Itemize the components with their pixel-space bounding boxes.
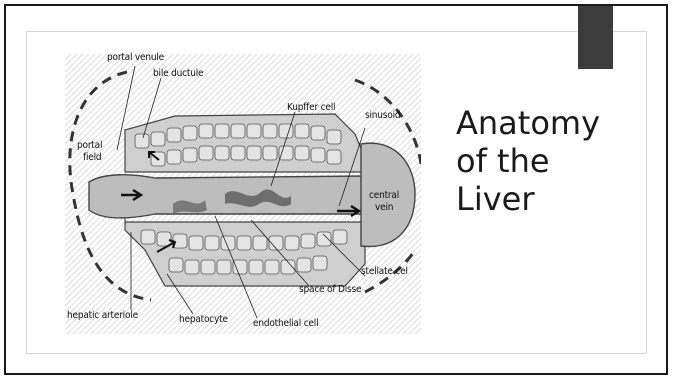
slide-title-line-3: Liver — [456, 180, 656, 218]
label-space-of-disse: space of Disse — [299, 284, 361, 295]
slide-title-line-1: Anatomy — [456, 104, 656, 142]
label-portal-field-line2: field — [83, 152, 101, 163]
label-sinusoid: sinusoid — [365, 110, 400, 121]
label-kupffer-cell: Kupffer cell — [287, 102, 335, 113]
label-hepatocyte: hepatocyte — [179, 314, 228, 325]
liver-lobule-diagram: portal venule bile ductule portal field … — [65, 54, 421, 334]
label-stellate-cell: stellate cel — [361, 266, 408, 277]
slide-title: Anatomy of the Liver — [456, 104, 656, 218]
label-central-vein-line2: vein — [375, 202, 393, 213]
label-portal-field-line1: portal — [77, 140, 102, 151]
label-endothelial-cell: endothelial cell — [253, 318, 318, 329]
liver-diagram-svg — [65, 54, 421, 334]
label-bile-ductule: bile ductule — [153, 68, 203, 79]
corner-accent-tab — [578, 6, 613, 69]
label-portal-venule: portal venule — [107, 52, 164, 63]
slide-title-line-2: of the — [456, 142, 656, 180]
label-central-vein-line1: central — [369, 190, 399, 201]
label-hepatic-arteriole: hepatic arteriole — [67, 310, 138, 321]
